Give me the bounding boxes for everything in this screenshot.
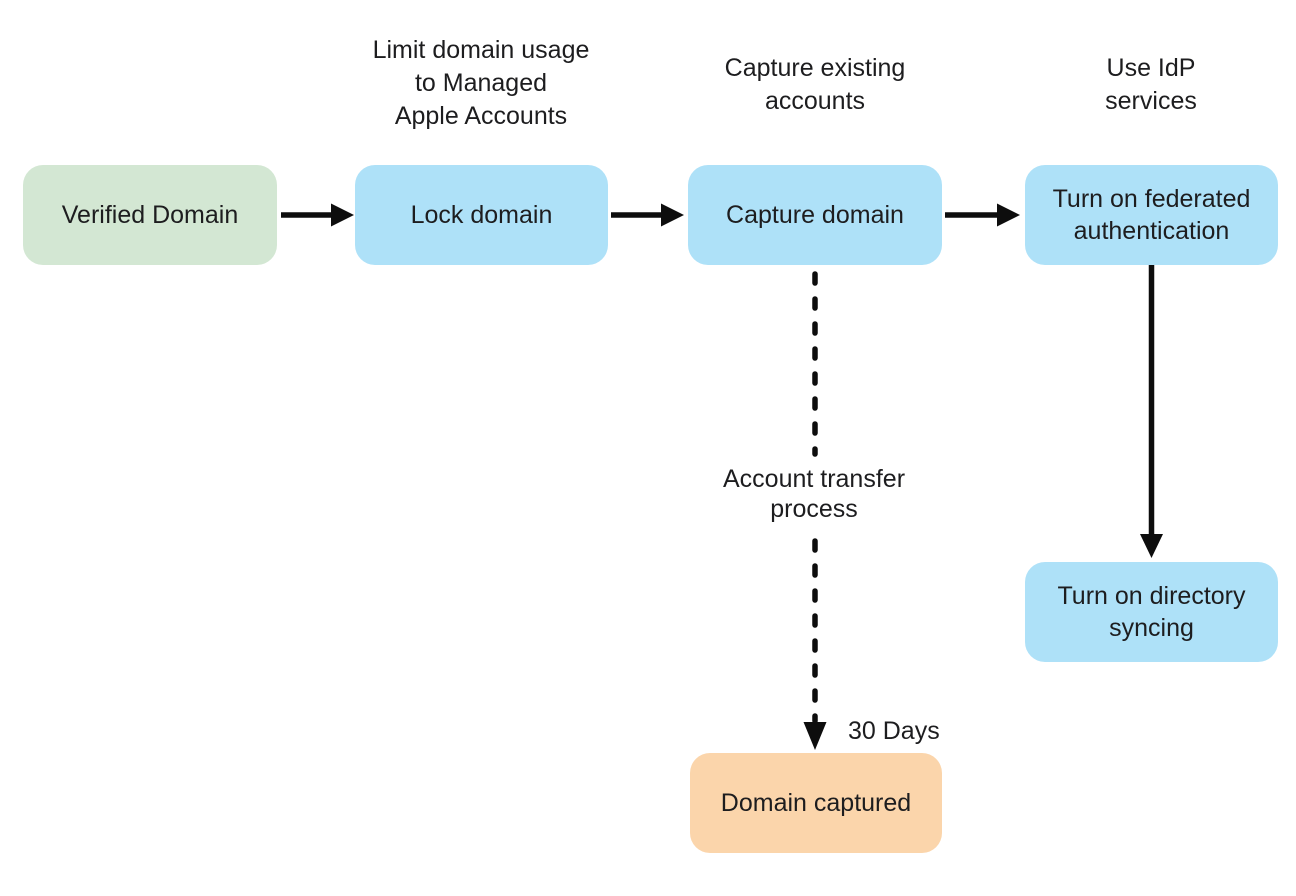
- node-capture-domain: Capture domain: [688, 165, 942, 265]
- node-lock-domain: Lock domain: [355, 165, 608, 265]
- edge-label-30-days: 30 Days: [848, 717, 940, 745]
- annotation-limit-domain-usage: Limit domain usage to Managed Apple Acco…: [372, 36, 590, 130]
- arrow-federated-to-syncing: [1140, 265, 1163, 558]
- annotation-capture-existing-accounts: Capture existing accounts: [724, 54, 906, 115]
- edge-label-account-transfer-process: Account transfer process: [722, 465, 906, 523]
- node-turn-on-federated-authentication: Turn on federated authentication: [1025, 165, 1278, 265]
- node-verified-domain: Verified Domain: [23, 165, 277, 265]
- arrow-lock-to-capture: [611, 203, 684, 227]
- arrow-capture-to-captured-dashed: [803, 271, 827, 750]
- annotation-use-idp-services: Use IdP services: [1105, 54, 1197, 115]
- arrow-verified-to-lock: [281, 203, 354, 227]
- arrow-capture-to-federated: [945, 203, 1020, 227]
- node-turn-on-directory-syncing: Turn on directory syncing: [1025, 562, 1278, 662]
- node-domain-captured: Domain captured: [690, 753, 942, 853]
